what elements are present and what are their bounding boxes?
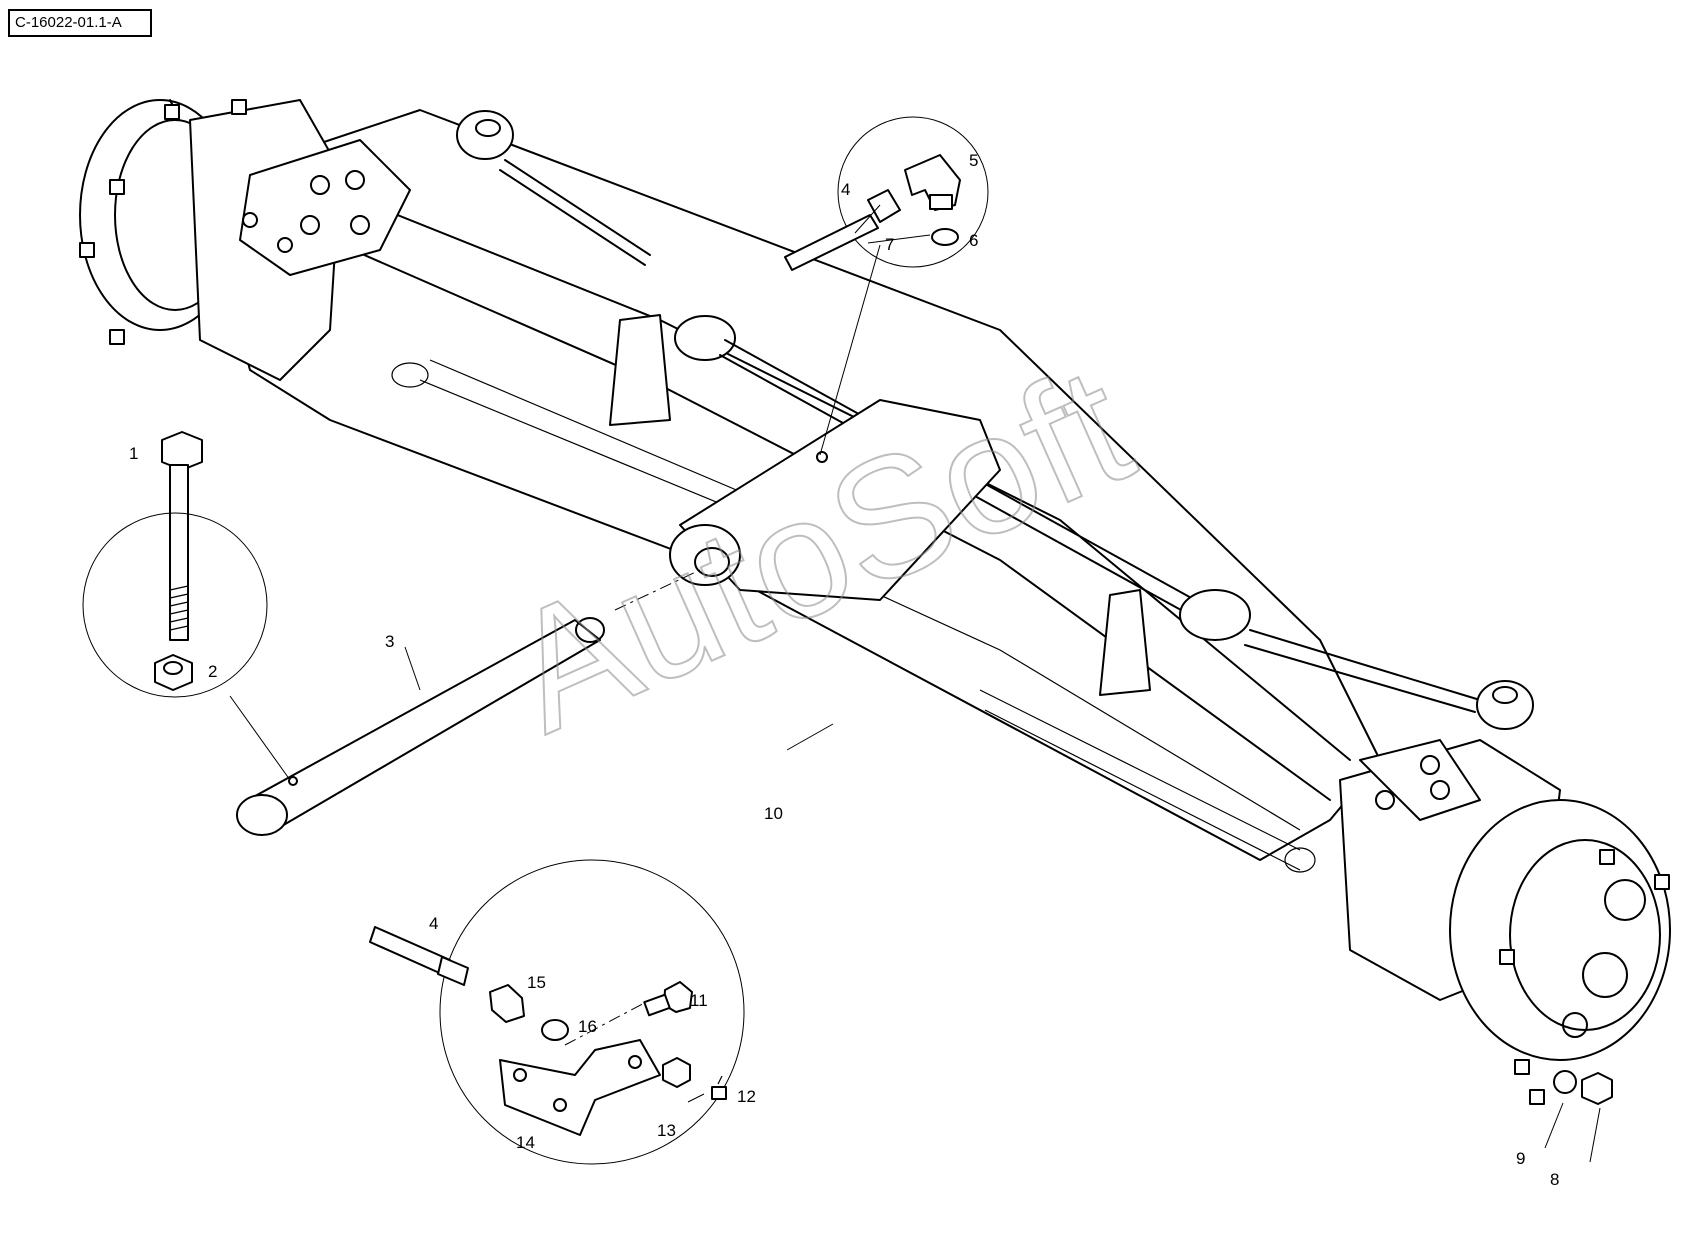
wheel-nut-part-8 bbox=[1581, 1072, 1613, 1105]
callout-4-top: 4 bbox=[841, 180, 850, 199]
grease-pipe-part-4-bottom bbox=[369, 926, 469, 986]
pivot-pin-part-3 bbox=[236, 617, 605, 836]
callout-5: 5 bbox=[969, 151, 978, 170]
screw-part-11 bbox=[643, 981, 693, 1017]
adapter-part-15 bbox=[489, 984, 525, 1023]
callout-10: 10 bbox=[764, 804, 783, 823]
nut-part-13 bbox=[662, 1057, 691, 1088]
elbow-fitting-part-5 bbox=[904, 154, 961, 211]
bracket-assembly-centerline bbox=[564, 999, 651, 1046]
callout-3: 3 bbox=[385, 632, 394, 651]
leader-lines bbox=[229, 646, 1601, 1163]
nut-part-2 bbox=[154, 654, 193, 691]
callout-1: 1 bbox=[129, 444, 138, 463]
callout-6: 6 bbox=[969, 231, 978, 250]
callout-13: 13 bbox=[657, 1121, 676, 1140]
center-pivot-bracket bbox=[609, 314, 1151, 696]
grease-pipe-part-4-top bbox=[784, 189, 901, 271]
washer-part-16 bbox=[541, 1019, 569, 1041]
o-ring-part-6 bbox=[931, 228, 959, 246]
callout-14: 14 bbox=[516, 1133, 535, 1152]
mounting-bracket-part-14 bbox=[499, 1039, 661, 1136]
washer-part-9 bbox=[1553, 1070, 1577, 1094]
callout-11: 11 bbox=[690, 991, 708, 1010]
callout-4-bottom: 4 bbox=[429, 914, 438, 933]
callout-15: 15 bbox=[527, 973, 546, 992]
bolt-part-1 bbox=[161, 431, 203, 641]
left-wheel-hub bbox=[79, 99, 411, 381]
callout-12: 12 bbox=[737, 1087, 756, 1106]
pin-assembly-centerline bbox=[614, 569, 701, 611]
callout-9: 9 bbox=[1516, 1149, 1525, 1168]
bracket-detail-circle bbox=[439, 859, 745, 1165]
callout-8: 8 bbox=[1550, 1170, 1559, 1189]
steering-tie-rod bbox=[456, 110, 1534, 730]
diagram-reference-code: C-16022-01.1-A bbox=[8, 9, 152, 37]
callouts: 1 2 3 4 5 6 7 10 4 15 16 11 12 13 14 9 8 bbox=[129, 151, 1559, 1189]
callout-16: 16 bbox=[578, 1017, 597, 1036]
callout-7: 7 bbox=[885, 235, 894, 254]
callout-2: 2 bbox=[208, 662, 217, 681]
grease-nipple-part-12 bbox=[711, 1075, 727, 1100]
grease-fitting-detail-circle bbox=[837, 116, 989, 268]
bolt-detail-circle bbox=[82, 512, 268, 698]
right-wheel-hub bbox=[1339, 739, 1671, 1105]
